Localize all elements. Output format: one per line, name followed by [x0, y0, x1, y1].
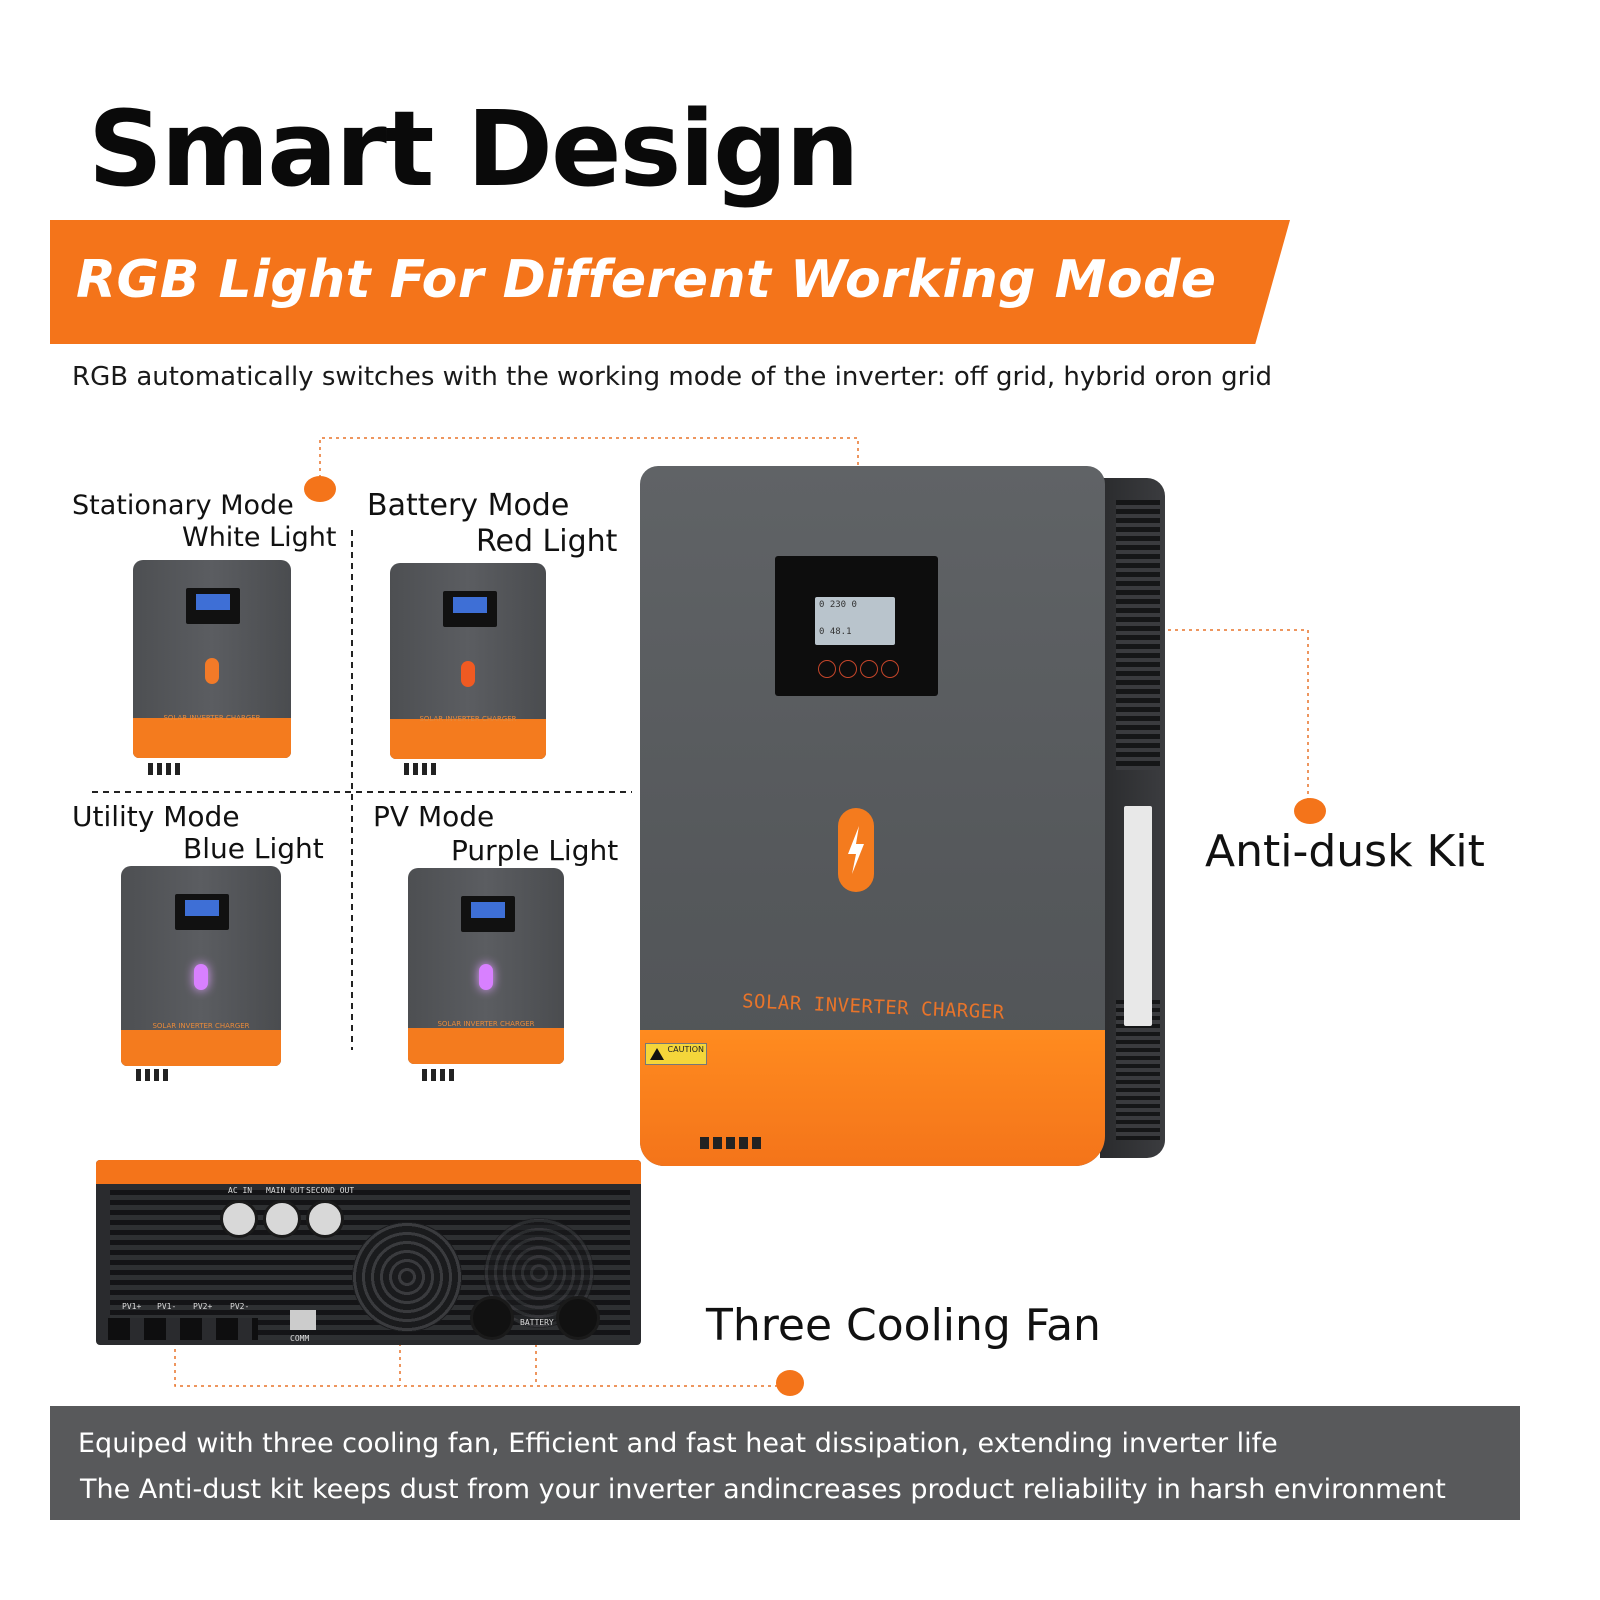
panel-button-2[interactable]	[839, 660, 857, 678]
battery-terminal-negative	[556, 1296, 600, 1340]
rgb-led-red	[461, 661, 475, 687]
port-label-pv1-plus: PV1+	[122, 1302, 142, 1311]
inverter-battery-mode: SOLAR INVERTER CHARGER	[390, 563, 546, 759]
rgb-led-white	[205, 658, 219, 684]
port-label-comm: COMM	[290, 1334, 310, 1343]
port-label-ac-in: AC IN	[228, 1186, 253, 1195]
inverter-utility-mode: SOLAR INVERTER CHARGER	[121, 866, 281, 1066]
banner-heading: RGB Light For Different Working Mode	[76, 250, 1217, 310]
footer-bar	[50, 1406, 1520, 1520]
callout-dot-rgb	[304, 476, 336, 502]
mode-light-red: Red Light	[476, 524, 618, 559]
mode-name-stationary: Stationary Mode	[72, 490, 294, 521]
main-out-terminal	[263, 1200, 301, 1238]
mode-name-battery: Battery Mode	[367, 488, 570, 523]
subtitle: RGB automatically switches with the work…	[72, 362, 1273, 392]
warning-icon	[650, 1048, 664, 1060]
mini-device-label: SOLAR INVERTER CHARGER	[419, 715, 517, 723]
anti-dust-vent	[1116, 500, 1160, 770]
inverter-bottom-orange-edge	[96, 1160, 641, 1184]
lcd-readout-top: 0 230 0	[819, 600, 857, 610]
mini-device-label: SOLAR INVERTER CHARGER	[152, 1022, 250, 1030]
footer-line-dust: The Anti-dust kit keeps dust from your i…	[80, 1474, 1446, 1505]
lcd-display: 0 230 0 0 48.1	[815, 597, 895, 645]
mode-light-white: White Light	[182, 522, 337, 553]
port-label-second-out: SECOND OUT	[306, 1186, 355, 1195]
battery-terminal-positive	[470, 1296, 514, 1340]
second-out-terminal	[306, 1200, 344, 1238]
comm-port	[290, 1310, 316, 1330]
port-label-battery: BATTERY	[520, 1318, 554, 1327]
panel-button-3[interactable]	[860, 660, 878, 678]
callout-dot-cooling	[776, 1370, 804, 1396]
mode-light-blue: Blue Light	[183, 832, 324, 865]
mode-name-utility: Utility Mode	[72, 800, 240, 833]
lcd-readout-bottom: 0 48.1	[819, 627, 852, 637]
mode-name-pv: PV Mode	[373, 800, 495, 833]
port-label-pv2-plus: PV2+	[193, 1302, 213, 1311]
mini-device-label: SOLAR INVERTER CHARGER	[163, 714, 261, 722]
panel-button-enter[interactable]	[881, 660, 899, 678]
footer-line-cooling: Equiped with three cooling fan, Efficien…	[78, 1428, 1278, 1459]
page-title: Smart Design	[88, 88, 860, 210]
rgb-led-blue	[194, 964, 208, 990]
orange-banner	[50, 220, 1290, 344]
inverter-pv-mode: SOLAR INVERTER CHARGER	[408, 868, 564, 1064]
callout-cooling-fan: Three Cooling Fan	[706, 1300, 1101, 1351]
panel-button-1[interactable]	[818, 660, 836, 678]
port-label-pv1-minus: PV1-	[157, 1302, 177, 1311]
port-label-main-out: MAIN OUT	[266, 1186, 305, 1195]
caution-sticker: CAUTION	[645, 1043, 707, 1065]
port-label-pv2-minus: PV2-	[230, 1302, 250, 1311]
cooling-fan-1	[352, 1222, 462, 1332]
pv-connectors	[108, 1318, 258, 1340]
lightning-icon	[838, 808, 874, 892]
rgb-led-purple	[479, 964, 493, 990]
ac-in-terminal	[220, 1200, 258, 1238]
mini-device-label: SOLAR INVERTER CHARGER	[437, 1020, 535, 1028]
mode-light-purple: Purple Light	[451, 834, 619, 867]
inverter-stationary-mode: SOLAR INVERTER CHARGER	[133, 560, 291, 758]
callout-dot-anti-dusk	[1294, 798, 1326, 824]
spec-sticker	[1124, 806, 1152, 1026]
caution-text: CAUTION	[667, 1045, 704, 1054]
callout-anti-dusk: Anti-dusk Kit	[1205, 826, 1485, 877]
